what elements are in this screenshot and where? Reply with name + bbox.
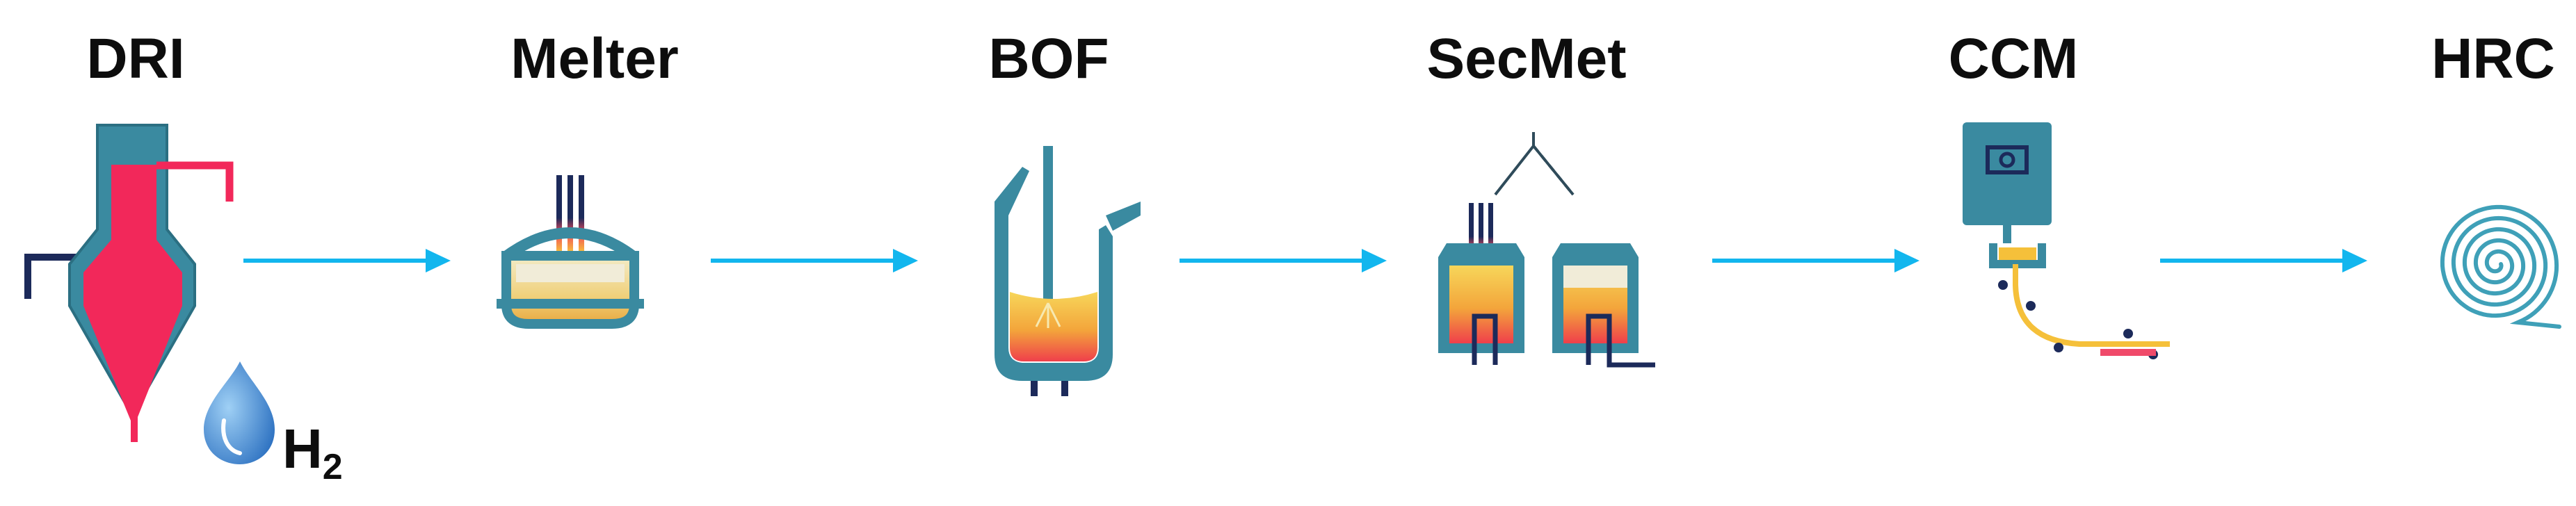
water-drop-icon — [204, 361, 275, 464]
flow-arrow — [1712, 249, 1919, 272]
stage-label-secmet: SecMet — [1426, 27, 1627, 90]
stage-label-bof: BOF — [988, 27, 1109, 90]
ccm-caster-icon — [1963, 122, 2170, 359]
melter-furnace-icon — [497, 175, 644, 329]
flow-arrow — [243, 249, 451, 272]
stage-label-hrc: HRC — [2431, 27, 2555, 90]
stage-label-melter: Melter — [510, 27, 679, 90]
hydrogen-label: H2 — [282, 418, 343, 487]
secmet-ladles-icon — [1438, 132, 1655, 368]
stage-label-dri: DRI — [86, 27, 185, 90]
dri-shaft-furnace-icon — [24, 124, 234, 442]
flow-arrow — [2160, 249, 2367, 272]
stage-label-ccm: CCM — [1948, 27, 2079, 90]
hrc-coil-icon — [2440, 204, 2561, 329]
flow-arrow — [1180, 249, 1387, 272]
bof-converter-icon — [995, 146, 1141, 396]
flow-arrow — [711, 249, 918, 272]
